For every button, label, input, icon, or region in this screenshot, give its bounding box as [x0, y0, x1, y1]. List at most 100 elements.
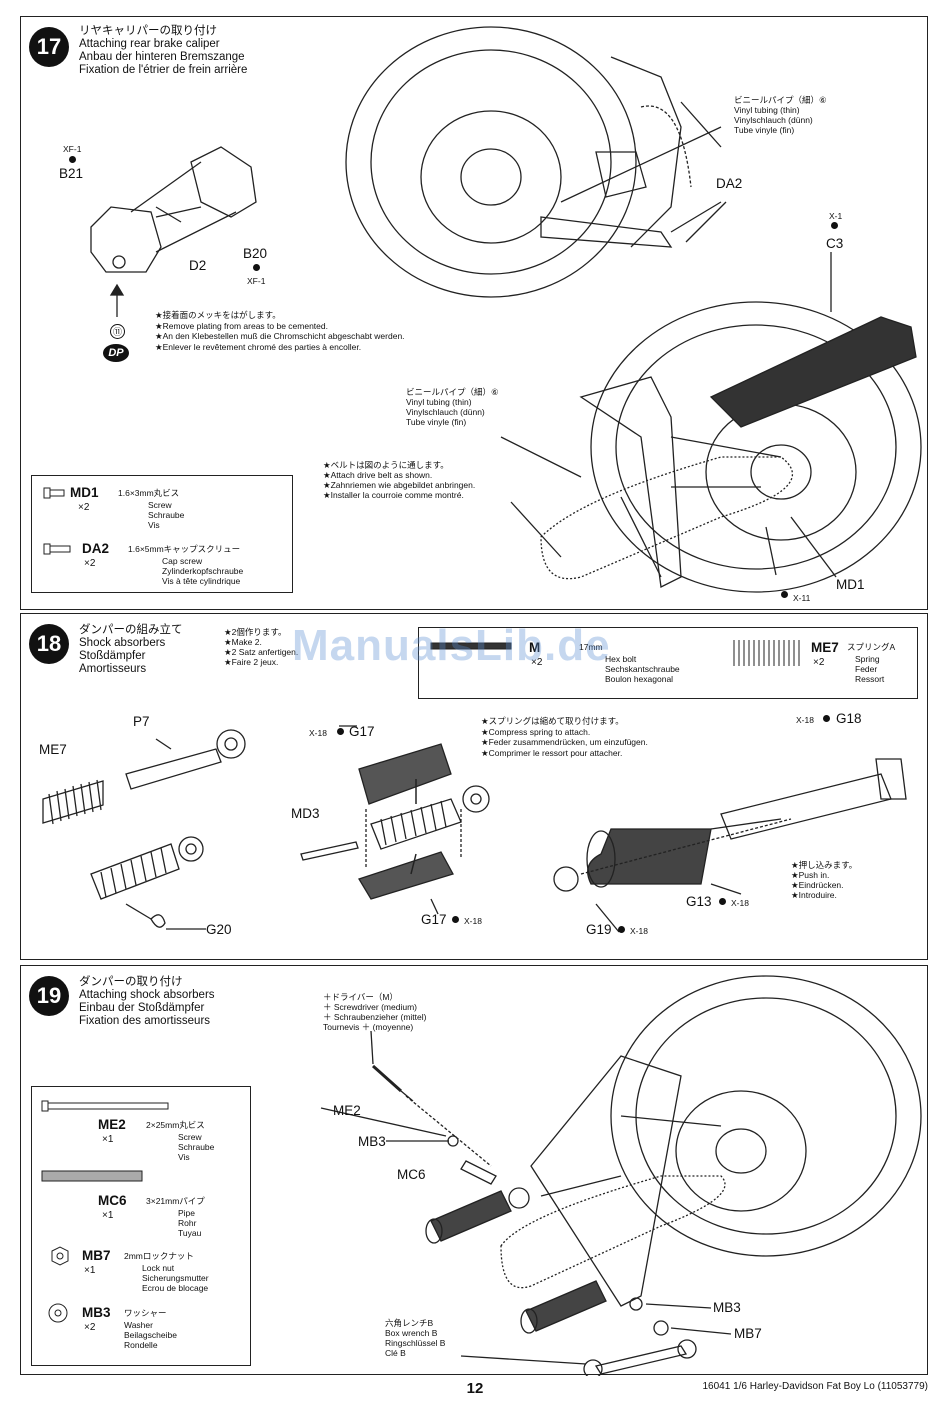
hw-mb3-qty: ×2: [84, 1322, 96, 1333]
hw-da2-names: Cap screw Zylinderkopfschraube Vis à têt…: [162, 556, 244, 586]
hw-mc6-qty: ×1: [102, 1210, 114, 1221]
paint-dot: [452, 914, 462, 925]
hw-md1-spec: 1.6×3mm丸ビス: [118, 488, 180, 498]
spring-note: ★スプリングは縮めて取り付けます。 ★Compress spring to at…: [481, 716, 648, 758]
hw-da2-code: DA2: [82, 541, 110, 556]
paint-g17-bottom: X-18: [464, 916, 482, 926]
step-19-illustration: [320, 975, 922, 1376]
title-en: Attaching rear brake caliper: [79, 38, 220, 50]
paint-dot: [69, 154, 79, 165]
part-mc6: MC6: [397, 1167, 426, 1182]
part-me2: ME2: [333, 1103, 361, 1118]
hardware-icons: [41, 1100, 169, 1323]
dp-logo: DP: [103, 344, 129, 362]
hw-spring-code: ME7: [811, 640, 839, 655]
part-g13: G13: [686, 894, 712, 909]
hw-me2-qty: ×1: [102, 1134, 114, 1145]
hw-mb3-names: Washer Beilagscheibe Rondelle: [124, 1320, 177, 1350]
hw-md1-qty: ×2: [78, 502, 90, 513]
hw-me2-spec: 2×25mm丸ビス: [146, 1120, 205, 1130]
title-fr: Fixation de l'étrier de frein arrière: [79, 64, 248, 76]
push-note: ★押し込みます。 ★Push in. ★Eindrücken. ★Introdu…: [791, 860, 858, 900]
watermark: ManualsLib.de: [292, 621, 611, 670]
part-g20: G20: [206, 922, 232, 937]
step-18-panel: 18 ダンパーの組み立て Shock absorbers Stoßdämpfer…: [20, 613, 928, 960]
part-md3: MD3: [291, 806, 320, 821]
belt-note: ★ベルトは図のように通します。 ★Attach drive belt as sh…: [323, 460, 476, 500]
paint-c3: X-1: [829, 211, 843, 221]
step-18-titles: ダンパーの組み立て Shock absorbers Stoßdämpfer Am…: [79, 624, 183, 675]
driver-note: ＋ドライバー（M） ＋ Screwdriver (medium) ＋ Schra…: [323, 992, 427, 1032]
hw-bolt-spec: 17mm: [579, 642, 603, 652]
footer-text: 16041 1/6 Harley-Davidson Fat Boy Lo (11…: [702, 1381, 928, 1392]
hw-spring-qty: ×2: [813, 657, 825, 668]
hardware-box-19: ME2 ×1 2×25mm丸ビス Screw Schraube Vis MC6 …: [31, 1086, 251, 1366]
paint-b20: XF-1: [247, 276, 266, 286]
hw-md1-code: MD1: [70, 485, 99, 500]
step-17-illustration: [90, 26, 922, 593]
hw-mc6-names: Pipe Rohr Tuyau: [178, 1208, 202, 1238]
hw-mc6-code: MC6: [98, 1193, 127, 1208]
paint-g19: X-18: [630, 926, 648, 936]
hw-mb7-names: Lock nut Sicherungsmutter Ecrou de bloca…: [142, 1263, 209, 1293]
paint-dot: [719, 896, 729, 907]
step-18-illustration: [42, 725, 907, 933]
page-number: 12: [466, 1380, 484, 1397]
part-mb3-right: MB3: [713, 1300, 741, 1315]
part-c3: C3: [826, 236, 844, 251]
hw-mb7-code: MB7: [82, 1248, 111, 1263]
hardware-box-18: M ×2 17mm Hex bolt Sechskantschraube Bou…: [418, 627, 918, 699]
hw-da2-qty: ×2: [84, 558, 96, 569]
paint-dot: [831, 220, 841, 231]
step-19-panel: 19 ダンパーの取り付け Attaching shock absorbers E…: [20, 965, 928, 1376]
hardware-box-17: MD1 ×2 1.6×3mm丸ビス Screw Schraube Vis DA2…: [31, 475, 293, 593]
wrench-note: 六角レンチB Box wrench B Ringschlüssel B Clé …: [385, 1318, 446, 1358]
vinyl-tubing-top: ビニールパイプ（細）⑥ Vinyl tubing (thin) Vinylsch…: [734, 95, 827, 135]
part-b20: B20: [243, 246, 268, 261]
paint-dot: [253, 262, 263, 273]
title-de: Anbau der hinteren Bremszange: [79, 51, 245, 63]
part-d2: D2: [189, 258, 207, 273]
hw-spring-names: Spring Feder Ressort: [855, 654, 885, 684]
hw-md1-names: Screw Schraube Vis: [148, 500, 185, 530]
hw-me2-code: ME2: [98, 1117, 126, 1132]
make-note: ★2個作ります。 ★Make 2. ★2 Satz anfertigen. ★F…: [224, 627, 299, 667]
hw-mb3-code: MB3: [82, 1305, 111, 1320]
paint-g13: X-18: [731, 898, 749, 908]
part-g19: G19: [586, 922, 612, 937]
part-mb7-right: MB7: [734, 1326, 762, 1341]
hw-mb3-spec: ワッシャー: [124, 1308, 167, 1318]
hw-da2-spec: 1.6×5mmキャップスクリュー: [128, 544, 241, 554]
hw-me2-names: Screw Schraube Vis: [178, 1132, 215, 1162]
paint-dot: [823, 713, 833, 724]
hw-mc6-spec: 3×21mmパイプ: [146, 1196, 205, 1206]
part-mb3: MB3: [358, 1134, 386, 1149]
paint-g17-top: X-18: [309, 728, 327, 738]
part-me7: ME7: [39, 742, 67, 757]
part-g17-bottom: G17: [421, 912, 447, 927]
part-da2: DA2: [716, 176, 743, 191]
step-19-titles: ダンパーの取り付け Attaching shock absorbers Einb…: [79, 976, 215, 1027]
step-17-panel: 17 リヤキャリパーの取り付け Attaching rear brake cal…: [20, 16, 928, 610]
part-md1: MD1: [836, 577, 865, 592]
paint-dot: [781, 589, 791, 600]
step-number-18: 18: [29, 624, 69, 664]
hw-spring-spec: スプリングA: [847, 642, 896, 652]
hw-bolt-code: M: [529, 640, 541, 655]
paint-g18: X-18: [796, 715, 814, 725]
paint-b21: XF-1: [63, 144, 82, 154]
step-number-19: 19: [29, 976, 69, 1016]
paint-dot: [618, 924, 628, 935]
paint-md1: X-11: [793, 593, 811, 603]
part-p7: P7: [133, 714, 150, 729]
hw-bolt-qty: ×2: [531, 657, 543, 668]
hw-mb7-spec: 2mmロックナット: [124, 1251, 194, 1261]
part-g18: G18: [836, 711, 862, 726]
step-17-titles: リヤキャリパーの取り付け Attaching rear brake calipe…: [79, 25, 247, 77]
part-g17-top: G17: [349, 724, 375, 739]
paint-dot: [337, 726, 347, 737]
step-number-17: 17: [29, 27, 69, 67]
part-b21: B21: [59, 166, 84, 181]
hw-mb7-qty: ×1: [84, 1265, 96, 1276]
plating-note: ★接着面のメッキをはがします。 ★Remove plating from are…: [155, 310, 405, 352]
